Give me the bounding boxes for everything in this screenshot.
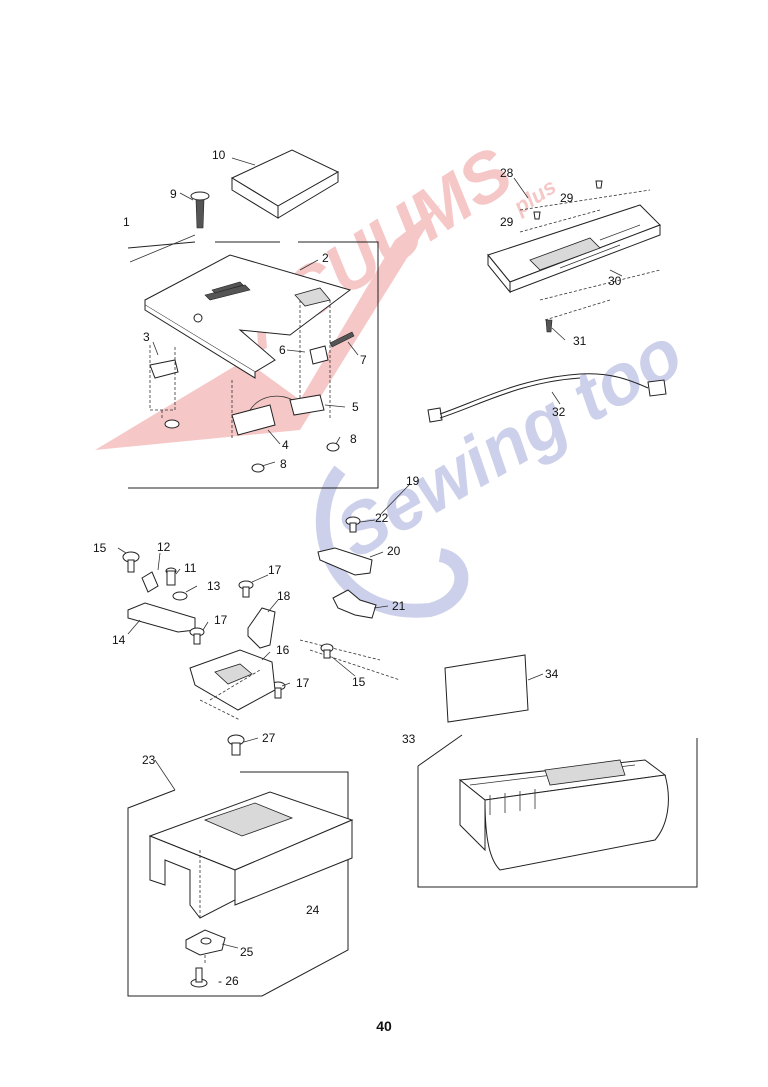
group-33-bracket [417,734,698,888]
cable-32 [427,373,667,423]
callout-2: 2 [322,251,329,265]
plate-14 [127,602,196,633]
needle-plate-2 [144,254,352,379]
callout-1: 1 [123,215,130,229]
group-1-bracket [127,241,379,489]
callout-17a: 17 [268,563,282,577]
callout-29a: 29 [560,191,574,205]
screw-9 [190,191,210,229]
group-1-leaders [152,157,359,467]
screw-31 [545,319,553,333]
needle-plate-group: 10 9 1 2 3 6 7 5 4 8 8 [123,148,379,489]
callout-12: 12 [157,540,171,554]
callout-15a: 15 [93,541,107,555]
callout-17c: 17 [296,676,310,690]
callout-11: 11 [184,561,197,575]
screw-22 [345,516,361,533]
cover-plate-10 [230,149,340,219]
screw-27 [227,734,245,756]
plate-20 [317,547,373,576]
callout-26: - 26 [218,974,239,988]
bracket-21 [332,589,377,619]
accessory-box-33 [458,759,669,871]
callout-25: 25 [240,945,254,959]
screw-26 [190,967,208,988]
callout-22: 22 [375,511,389,525]
watermark-script-word: Sewing too [323,313,696,574]
screw-29-b [533,211,541,220]
callout-27: 27 [262,731,276,745]
callout-19: 19 [406,474,420,488]
part-3 [149,345,180,429]
callout-3: 3 [143,330,150,344]
callout-8a: 8 [350,432,357,446]
callout-20: 20 [387,544,401,558]
callout-16: 16 [276,643,290,657]
group-23-bracket [127,771,349,997]
callout-8b: 8 [280,457,287,471]
callout-14: 14 [112,633,126,647]
callout-21: 21 [392,599,406,613]
screw-15 [122,551,140,573]
callout-13: 13 [207,579,221,593]
callout-24: 24 [306,903,320,917]
callout-15b: 15 [352,675,366,689]
part-11 [165,567,177,586]
callout-30: 30 [608,274,622,288]
washer-13 [172,591,188,601]
callout-32: 32 [552,405,566,419]
callout-34: 34 [545,667,559,681]
feed-mechanism-4-5 [231,300,355,473]
mechanism-group: 15 12 11 13 14 17 18 17 16 17 27 19 22 2… [93,474,420,756]
callout-28: 28 [500,166,514,180]
screw-17b [189,627,205,645]
frame-16 [189,649,276,711]
watermark: VACUUMS plus Sewing too [95,132,696,618]
callout-23: 23 [142,753,156,767]
callout-33: 33 [402,732,416,746]
callout-18: 18 [277,589,291,603]
callout-17b: 17 [214,613,228,627]
cover-group: 23 24 25 - 26 [127,753,354,997]
base-tray-group: 28 29 29 30 31 32 [427,166,667,423]
screw-29 [595,180,603,189]
callout-29b: 29 [500,215,514,229]
callout-4: 4 [282,438,289,452]
sheet-34 [444,654,529,723]
lever-18 [247,607,276,649]
screw-17a [238,580,254,598]
callout-6: 6 [279,343,286,357]
callout-31: 31 [573,334,587,348]
cover-24 [148,791,354,919]
tray-28 [487,204,661,294]
screw-15b [320,643,334,659]
part-12 [141,571,159,593]
page-number: 40 [376,1018,392,1034]
accessory-box-group: 34 33 [402,654,698,888]
watermark-swirl [315,465,469,618]
callout-7: 7 [360,353,367,367]
watermark-v-shape [95,205,440,450]
callout-10: 10 [212,148,226,162]
callout-9: 9 [170,187,177,201]
callout-5: 5 [352,400,359,414]
